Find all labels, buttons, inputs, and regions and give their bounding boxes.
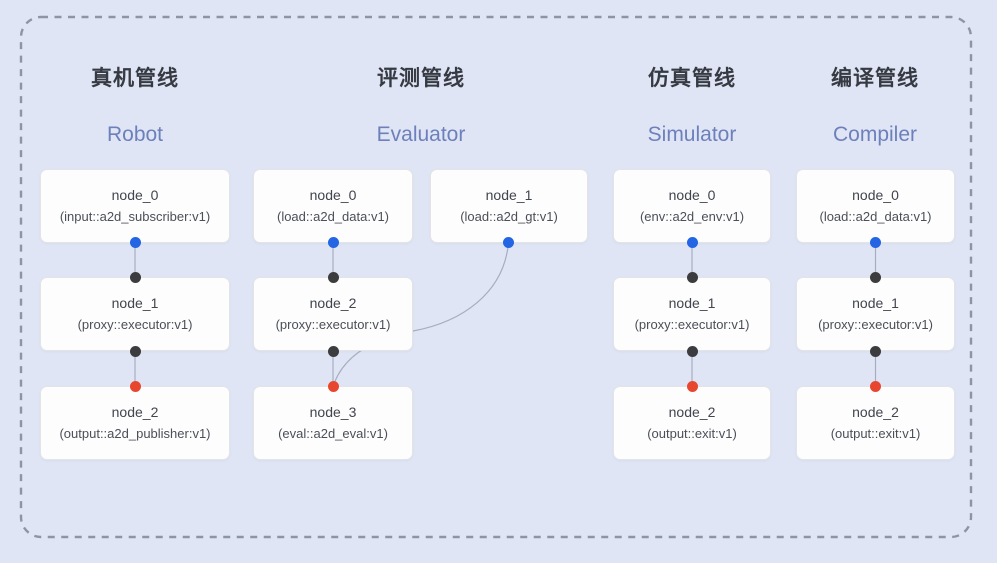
node-card-simulator-2: node_2 (output::exit:v1)	[613, 386, 771, 460]
node-title: node_3	[309, 404, 357, 420]
pipeline-title-en-simulator: Simulator	[647, 123, 737, 146]
node-card-compiler-0: node_0 (load::a2d_data:v1)	[796, 169, 955, 243]
port-dot-sink-icon	[686, 381, 698, 392]
node-title: node_1	[852, 295, 899, 311]
port-dot-proxy-icon	[870, 272, 881, 283]
port-dot-sink-icon	[870, 381, 881, 392]
port-dot-source-icon	[129, 237, 141, 248]
node-title: node_2	[111, 404, 159, 420]
node-type: (eval::a2d_eval:v1)	[278, 426, 388, 441]
port-dot-source-icon	[327, 237, 339, 248]
pipeline-title-en-evaluator: Evaluator	[376, 123, 466, 146]
node-title: node_2	[309, 295, 357, 311]
node-title: node_0	[668, 187, 716, 203]
port-dot-proxy-icon	[686, 346, 698, 357]
port-dot-proxy-icon	[686, 272, 698, 283]
node-card-evaluator-2: node_2 (proxy::executor:v1)	[253, 277, 413, 351]
pipeline-title-en-compiler: Compiler	[832, 123, 918, 146]
node-card-evaluator-1: node_1 (load::a2d_gt:v1)	[430, 169, 588, 243]
node-card-simulator-1: node_1 (proxy::executor:v1)	[613, 277, 771, 351]
node-title: node_0	[309, 187, 357, 203]
dashed-frame	[19, 15, 973, 539]
node-type: (proxy::executor:v1)	[275, 317, 391, 332]
node-title: node_1	[485, 187, 533, 203]
node-title: node_1	[111, 295, 159, 311]
node-type: (input::a2d_subscriber:v1)	[59, 209, 211, 224]
node-card-robot-0: node_0 (input::a2d_subscriber:v1)	[40, 169, 230, 243]
node-card-evaluator-3: node_3 (eval::a2d_eval:v1)	[253, 386, 413, 460]
node-title: node_2	[852, 404, 899, 420]
edge-evaluator-1-3-curve	[332, 242, 510, 387]
port-dot-source-icon	[503, 237, 514, 248]
node-card-robot-2: node_2 (output::a2d_publisher:v1)	[40, 386, 230, 460]
node-type: (output::exit:v1)	[830, 426, 921, 441]
node-type: (env::a2d_env:v1)	[639, 209, 745, 224]
port-dot-sink-icon	[327, 381, 339, 392]
port-dot-source-icon	[686, 237, 698, 248]
port-dot-proxy-icon	[129, 346, 141, 357]
node-type: (proxy::executor:v1)	[634, 317, 750, 332]
node-type: (load::a2d_data:v1)	[276, 209, 390, 224]
node-card-robot-1: node_1 (proxy::executor:v1)	[40, 277, 230, 351]
node-card-evaluator-0: node_0 (load::a2d_data:v1)	[253, 169, 413, 243]
node-type: (load::a2d_gt:v1)	[460, 209, 558, 224]
node-title: node_2	[668, 404, 716, 420]
pipeline-title-en-robot: Robot	[106, 123, 164, 146]
pipeline-title-zh-simulator: 仿真管线	[648, 67, 736, 90]
node-type: (output::a2d_publisher:v1)	[59, 426, 211, 441]
pipeline-title-zh-compiler: 编译管线	[831, 67, 919, 90]
pipeline-title-zh-robot: 真机管线	[91, 67, 179, 90]
node-title: node_0	[852, 187, 899, 203]
node-type: (proxy::executor:v1)	[77, 317, 193, 332]
port-dot-proxy-icon	[327, 346, 339, 357]
port-dot-proxy-icon	[327, 272, 339, 283]
node-title: node_1	[668, 295, 716, 311]
port-dot-proxy-icon	[129, 272, 141, 283]
node-card-compiler-1: node_1 (proxy::executor:v1)	[796, 277, 955, 351]
port-dot-source-icon	[870, 237, 881, 248]
port-dot-proxy-icon	[870, 346, 881, 357]
port-dot-sink-icon	[129, 381, 141, 392]
node-card-simulator-0: node_0 (env::a2d_env:v1)	[613, 169, 771, 243]
pipeline-title-zh-evaluator: 评测管线	[377, 67, 465, 90]
node-card-compiler-2: node_2 (output::exit:v1)	[796, 386, 955, 460]
node-title: node_0	[111, 187, 159, 203]
node-type: (proxy::executor:v1)	[818, 317, 933, 332]
node-type: (output::exit:v1)	[647, 426, 737, 441]
node-type: (load::a2d_data:v1)	[819, 209, 932, 224]
